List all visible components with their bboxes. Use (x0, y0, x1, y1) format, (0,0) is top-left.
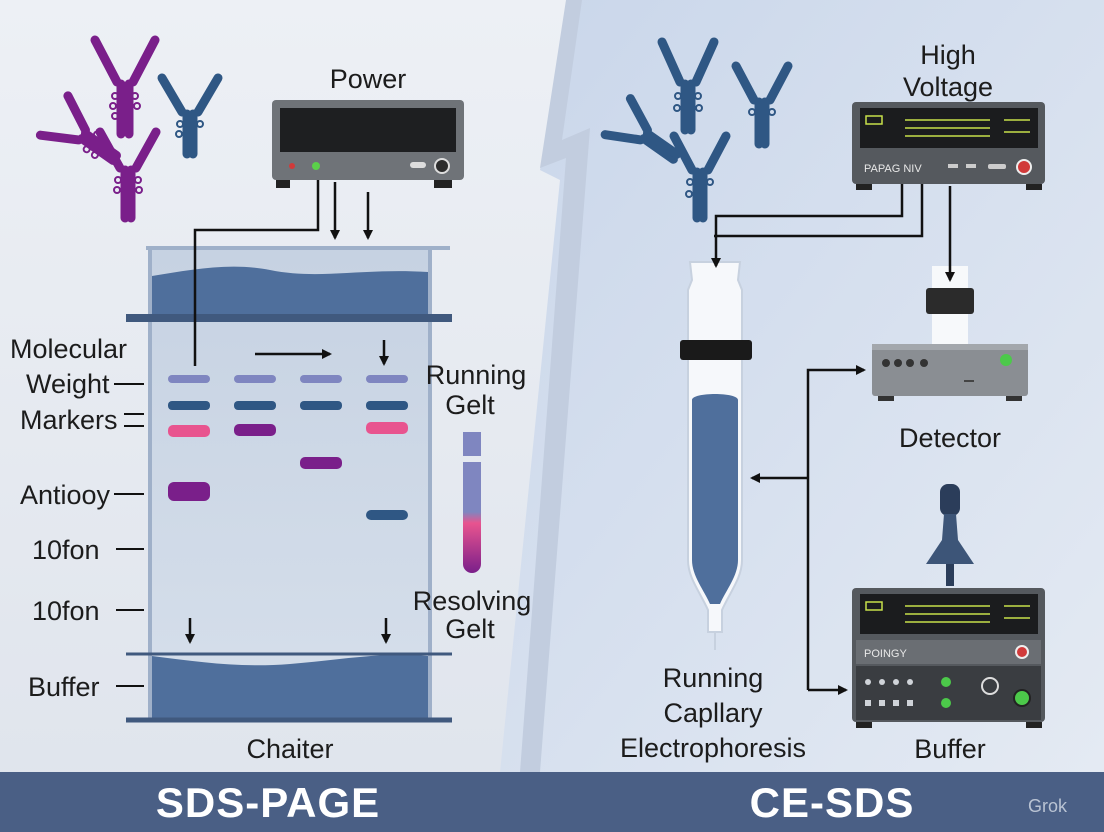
antibody-icon-blue-left (157, 73, 223, 159)
running-capillary-label-line2: Capllary (663, 698, 763, 728)
band (168, 401, 210, 410)
antibody-icon-blue-2 (600, 94, 682, 164)
tick-label-1: 10fon (32, 535, 100, 565)
power-supply (272, 100, 464, 188)
antibody-icon-purple-1 (90, 35, 160, 139)
sds-page-title: SDS-PAGE (155, 779, 381, 826)
mw-label-line1: Molecular (10, 334, 128, 364)
hv-panel-text: PAPAG NIV (864, 163, 922, 175)
band (234, 424, 276, 436)
high-voltage-label-line2: Voltage (902, 72, 994, 102)
lower-buffer (152, 654, 428, 718)
band (300, 401, 342, 410)
watermark: Grok (1028, 796, 1068, 816)
band (234, 401, 276, 410)
chamber-label: Chaiter (246, 734, 334, 764)
panel-divider (520, 0, 590, 772)
detector-led (1000, 354, 1012, 366)
antibody-icon-purple-3 (95, 127, 161, 223)
running-gel-label-line1: Running (425, 360, 527, 390)
running-capillary-label-line3: Electrophoresis (619, 733, 807, 763)
tick-label-2: 10fon (32, 596, 100, 626)
running-capillary-label-line1: Running (662, 663, 764, 693)
high-voltage-label-line1: High (920, 40, 976, 70)
band (168, 425, 210, 437)
resolving-gel-label-line2: Gelt (445, 614, 495, 644)
band (300, 375, 342, 383)
power-led-red (289, 163, 295, 169)
gel-bands (168, 375, 408, 520)
power-label: Power (329, 64, 407, 94)
capillary (680, 261, 752, 650)
antibody-icon-blue-4 (669, 131, 731, 223)
band (234, 375, 276, 383)
buffer-power-button (1015, 645, 1029, 659)
band (168, 482, 210, 501)
antibody-icon-blue-3 (731, 61, 793, 149)
antibody-icon-blue-1 (657, 37, 719, 135)
mw-label-line3: Markers (20, 405, 118, 435)
buffer-panel-text: POINGY (864, 648, 907, 660)
high-voltage-supply: PAPAG NIV (852, 102, 1045, 190)
detector-label: Detector (898, 423, 1002, 453)
gel-tube-icon (463, 432, 481, 573)
band (366, 401, 408, 410)
capillary-fluid (692, 394, 738, 604)
band (300, 457, 342, 469)
band (366, 422, 408, 434)
running-gel-label-line2: Gelt (445, 390, 495, 420)
left-connections (185, 180, 391, 644)
buffer-green-button (1013, 689, 1031, 707)
band (366, 375, 408, 383)
left-tick-marks (114, 383, 144, 687)
hv-power-button (1016, 159, 1032, 175)
power-led-green (312, 162, 320, 170)
buffer-knob (981, 677, 999, 695)
detector (872, 266, 1028, 401)
mw-label-line2: Weight (26, 369, 110, 399)
band (366, 510, 408, 520)
band (168, 375, 210, 383)
buffer-label-left: Buffer (28, 672, 100, 702)
ce-sds-title: CE-SDS (749, 779, 915, 826)
probe (926, 484, 974, 586)
footer-bar (0, 772, 1104, 832)
buffer-instrument: POINGY (852, 588, 1045, 728)
capillary-band (680, 340, 752, 360)
upper-buffer (152, 266, 428, 316)
buffer-label-right: Buffer (914, 734, 986, 764)
antibody-label: Antiooy (20, 480, 111, 510)
power-knob (434, 158, 450, 174)
right-connections (711, 184, 955, 695)
resolving-gel-label-line1: Resolving (412, 586, 532, 616)
